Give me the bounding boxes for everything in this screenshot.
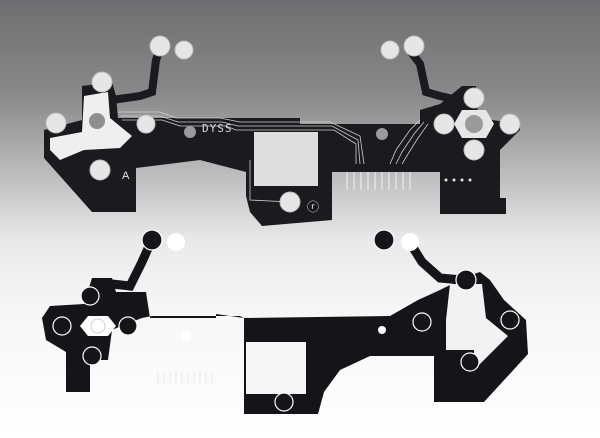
logo-mark-icon: ⓡ: [307, 200, 320, 214]
silkscreen-code: DYSS: [202, 122, 233, 135]
bottom-flex-ribbon: [42, 229, 528, 414]
corner-letter: A: [122, 170, 130, 182]
top-flex-ribbon: [44, 35, 521, 226]
